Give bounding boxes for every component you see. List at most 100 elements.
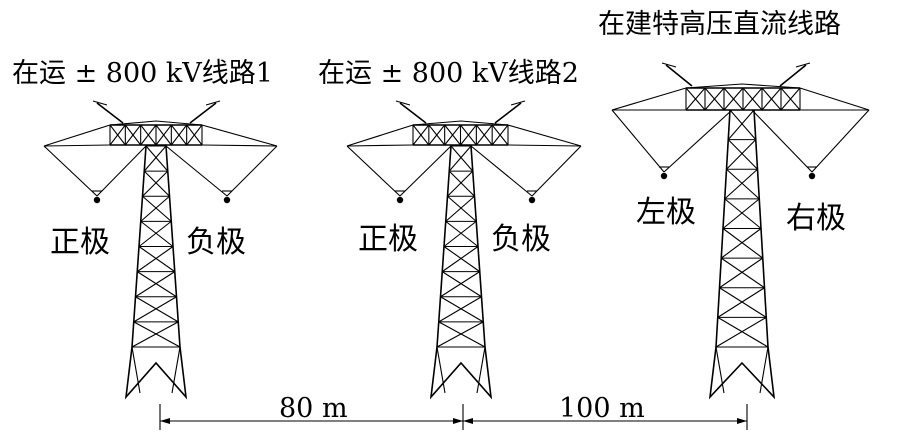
tower-3-body-brace: [717, 316, 769, 348]
tower-2-arm-brace: [475, 124, 493, 146]
tower-2-body-brace: [438, 296, 482, 323]
tower-1-insulator-right-inner: [165, 145, 228, 197]
tower-2-legs: [429, 346, 493, 400]
tower-2-body-brace: [447, 195, 477, 222]
tower-2-body-brace: [440, 271, 481, 298]
tower-3-insulator-left-inner: [663, 109, 733, 173]
tower-2-insulator-right-inner: [470, 145, 533, 197]
tower-2-body-brace: [436, 321, 484, 348]
tower-2-earwire-right-tip: [510, 100, 526, 106]
tower-2-body-brace: [441, 246, 479, 273]
tower-1-body-brace: [138, 246, 176, 273]
tower-2-earwire-left: [399, 102, 427, 124]
tower-2-arm-brace: [460, 124, 477, 146]
tower-2-insulator-left-outer: [346, 145, 401, 197]
tower-1-earwire-right-tip: [205, 100, 221, 106]
tower-1-body-brace: [133, 296, 177, 323]
tower-1-body-brace: [143, 170, 170, 197]
tower-1-earwire-left-tip: [92, 100, 108, 106]
tower-2-arm-brace: [412, 124, 430, 146]
dimension-lines: [159, 404, 748, 430]
tower-2-body-brace: [443, 220, 477, 247]
tower-1-arm-brace: [109, 124, 126, 146]
tower-1-earwire-left: [96, 102, 124, 124]
tower-2-right-pole-label: 负极: [491, 222, 551, 257]
tower-3-body-brace: [720, 228, 762, 259]
tower-1-body-brace: [138, 220, 172, 247]
dim-label-span-1-2: 80 m: [279, 393, 348, 424]
tower-1-arm-brace: [155, 124, 172, 146]
tower-2-title: 在运 ± 800 kV线路2: [318, 58, 579, 89]
tower-3-body-brace: [729, 109, 757, 140]
tower-1-body-brace: [136, 246, 174, 273]
tower-3-leg-inner-left: [715, 346, 725, 394]
tower-2-insulator-left-inner: [399, 145, 452, 197]
tower-1-arm-brace: [170, 124, 188, 146]
tower-1-body-brace: [140, 195, 170, 222]
tower-3-insulator-right-outer: [811, 109, 870, 173]
tower-1-body-brace: [135, 271, 176, 298]
tower-3-earwire-right-tip: [795, 62, 811, 68]
tower-1-arm-outline: [43, 120, 278, 147]
tower-2-body-brace: [448, 170, 475, 197]
tower-3-body-brace: [727, 139, 758, 170]
tower-2-arm-brace: [444, 124, 461, 146]
tower-3-arm-brace: [780, 87, 801, 111]
tower-2-arm-lower-right: [507, 144, 582, 147]
tower-3: [611, 62, 870, 400]
tower-3-body-brace: [719, 287, 767, 318]
tower-3-insulator-right-inner: [751, 109, 813, 173]
dim-arrow-2-left: [463, 418, 473, 424]
tower-3-earwire-right: [779, 64, 807, 87]
tower-3-conductor-right: [808, 172, 816, 180]
tower-1-arm-lower-left: [43, 144, 111, 147]
tower-2-conductor-right: [528, 196, 536, 204]
tower-2: [346, 100, 582, 400]
tower-3-conductor-left: [660, 172, 668, 180]
tower-1-arm-brace: [140, 124, 157, 146]
tower-2-arm-brace: [491, 124, 509, 146]
tower-3-arm-brace: [685, 87, 706, 111]
tower-2-body-brace: [440, 296, 484, 323]
tower-3-body-brace: [722, 228, 764, 259]
tower-3-insulator-left-outer: [611, 109, 665, 173]
tower-3-body-brace: [724, 198, 762, 229]
tower-1-body-brace: [142, 170, 169, 197]
tower-1-arm-brace: [124, 124, 142, 146]
tower-3-arm-brace: [723, 87, 744, 111]
tower-2-earwire-left-tip: [395, 100, 411, 106]
tower-2-leg-inner-right: [476, 346, 486, 394]
tower-2-body-brace: [445, 195, 475, 222]
tower-2-arm-brace: [428, 124, 446, 146]
tower-2-leg-inner-left: [436, 346, 446, 394]
tower-3-body-brace: [715, 316, 767, 348]
tower-2-left-pole-label: 正极: [358, 222, 418, 257]
tower-3-legs: [708, 346, 776, 400]
tower-1-conductor-left: [93, 196, 101, 204]
tower-3-arm-brace: [704, 87, 725, 111]
tower-3-body-brace: [722, 198, 760, 229]
tower-1-right-pole-label: 负极: [186, 225, 246, 260]
dim-arrow-2-right: [737, 418, 747, 424]
tower-1-leg-inner-right: [171, 346, 181, 394]
tower-3-arm-outline: [611, 83, 870, 111]
tower-2-arm-lower-left: [346, 144, 414, 147]
dim-arrow-1-left: [160, 418, 170, 424]
tower-3-earwire-left: [665, 64, 693, 87]
tower-1-body-brace: [143, 145, 167, 172]
tower-2-arm-outline: [346, 120, 582, 147]
tower-3-body-brace: [717, 287, 765, 318]
tower-2-body-brace: [438, 321, 486, 348]
tower-2-body-brace: [441, 271, 482, 298]
tower-3-earwire-left-tip: [661, 62, 677, 68]
tower-1-body-brace: [145, 145, 169, 172]
tower-3-body-brace: [726, 139, 757, 170]
tower-1-legs: [124, 346, 188, 400]
tower-2-body-brace: [450, 145, 474, 172]
tower-2-body-brace: [448, 145, 472, 172]
tower-1-insulator-left-inner: [96, 145, 147, 197]
tower-1-arm-brace: [186, 124, 203, 146]
tower-3-body-brace: [726, 168, 760, 200]
